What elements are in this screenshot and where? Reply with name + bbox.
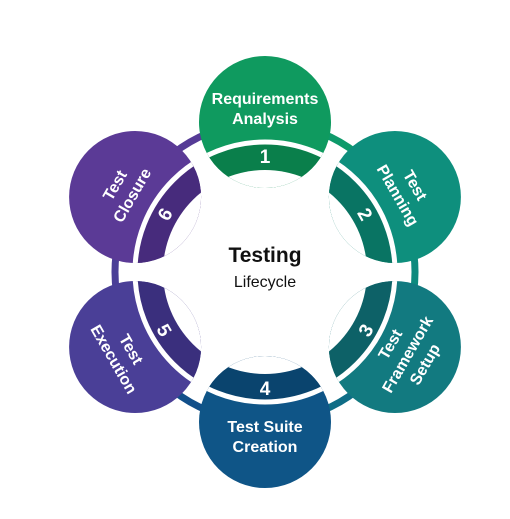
stage-label-line: Requirements (212, 91, 319, 108)
stage-label-line: Creation (233, 439, 298, 456)
stage-band-divider (199, 356, 331, 405)
center-title: Testing (228, 244, 301, 267)
stage-label-line: Analysis (232, 111, 298, 128)
cycle-stages: 1RequirementsAnalysis2TestPlanning3TestF… (69, 56, 461, 488)
stage-label-line: Test Suite (227, 419, 302, 436)
stage-number: 1 (260, 147, 271, 168)
stage-band-divider (199, 139, 331, 188)
stage-number: 4 (260, 379, 271, 400)
center-subtitle: Lifecycle (234, 274, 296, 291)
cycle-center: Testing Lifecycle (228, 244, 301, 291)
